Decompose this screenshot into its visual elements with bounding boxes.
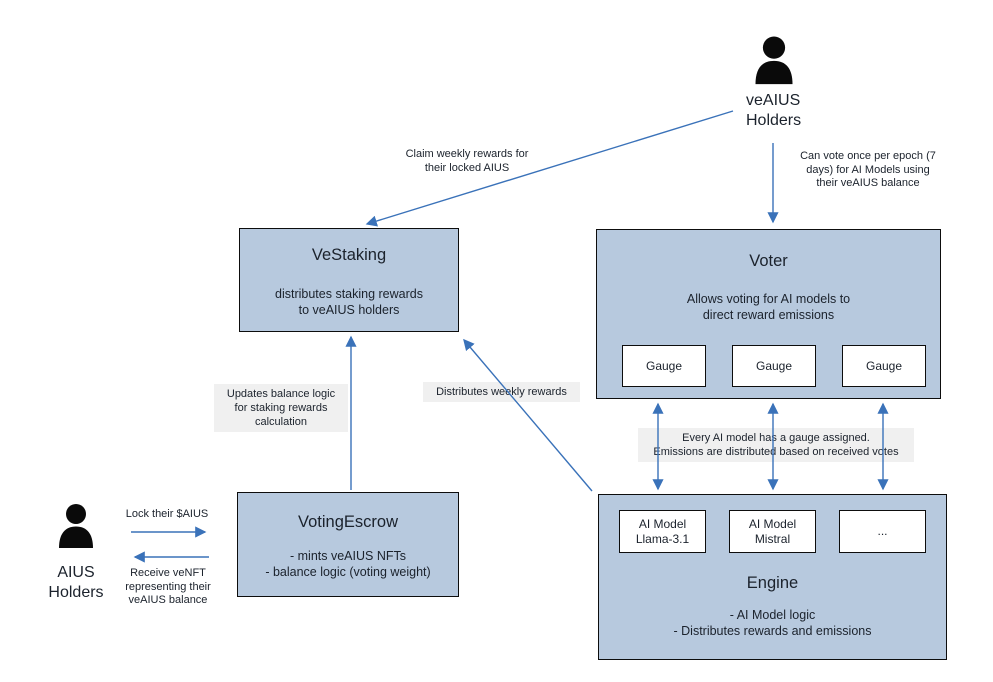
- ai-model-box-3: ...: [839, 510, 926, 553]
- arrow-distributes-weekly: [463, 338, 593, 492]
- ai-model-box-1: AI Model Llama-3.1: [619, 510, 706, 553]
- label-lock-aius: Lock their $AIUS: [125, 508, 209, 520]
- box-title: VeStaking: [311, 246, 387, 264]
- label-claim-rewards: Claim weekly rewards for their locked AI…: [405, 148, 529, 174]
- box-votingescrow: VotingEscrow - mints veAIUS NFTs - balan…: [237, 492, 459, 597]
- box-engine: AI Model Llama-3.1 AI Model Mistral ... …: [598, 494, 947, 660]
- actor-label: AIUS Holders: [48, 564, 104, 601]
- gauge-label: Gauge: [755, 358, 793, 373]
- note-updates-balance: Updates balance logic for staking reward…: [214, 384, 348, 432]
- person-icon: [748, 36, 800, 91]
- actor-veaius-holders: veAIUS Holders: [746, 36, 801, 131]
- ai-model-label: AI Model Llama-3.1: [635, 516, 690, 546]
- person-icon: [52, 503, 100, 555]
- gauge-label: Gauge: [865, 358, 903, 373]
- note-gauge-assignment: Every AI model has a gauge assigned. Emi…: [638, 428, 914, 462]
- label-receive-venft: Receive veNFT representing their veAIUS …: [125, 567, 211, 606]
- label-vote-epoch: Can vote once per epoch (7 days) for AI …: [800, 150, 936, 189]
- ai-model-label: AI Model Mistral: [748, 516, 797, 546]
- actor-label: veAIUS Holders: [746, 92, 802, 129]
- gauge-box-1: Gauge: [622, 345, 706, 387]
- note-distributes-weekly: Distributes weekly rewards: [423, 382, 580, 402]
- box-body: Allows voting for AI models to direct re…: [686, 292, 851, 322]
- gauge-box-3: Gauge: [842, 345, 926, 387]
- box-vestaking: VeStaking distributes staking rewards to…: [239, 228, 459, 332]
- box-body: - mints veAIUS NFTs - balance logic (vot…: [265, 549, 431, 579]
- gauge-label: Gauge: [645, 358, 683, 373]
- gauge-box-2: Gauge: [732, 345, 816, 387]
- box-voter: Voter Allows voting for AI models to dir…: [596, 229, 941, 399]
- box-body: distributes staking rewards to veAIUS ho…: [275, 287, 423, 317]
- box-title: Engine: [746, 574, 799, 592]
- box-title: VotingEscrow: [298, 513, 398, 531]
- actor-aius-holders: AIUS Holders: [30, 503, 122, 603]
- box-title: Voter: [749, 252, 788, 270]
- ai-model-label: ...: [877, 524, 888, 538]
- box-body: - AI Model logic - Distributes rewards a…: [673, 608, 872, 638]
- ai-model-box-2: AI Model Mistral: [729, 510, 816, 553]
